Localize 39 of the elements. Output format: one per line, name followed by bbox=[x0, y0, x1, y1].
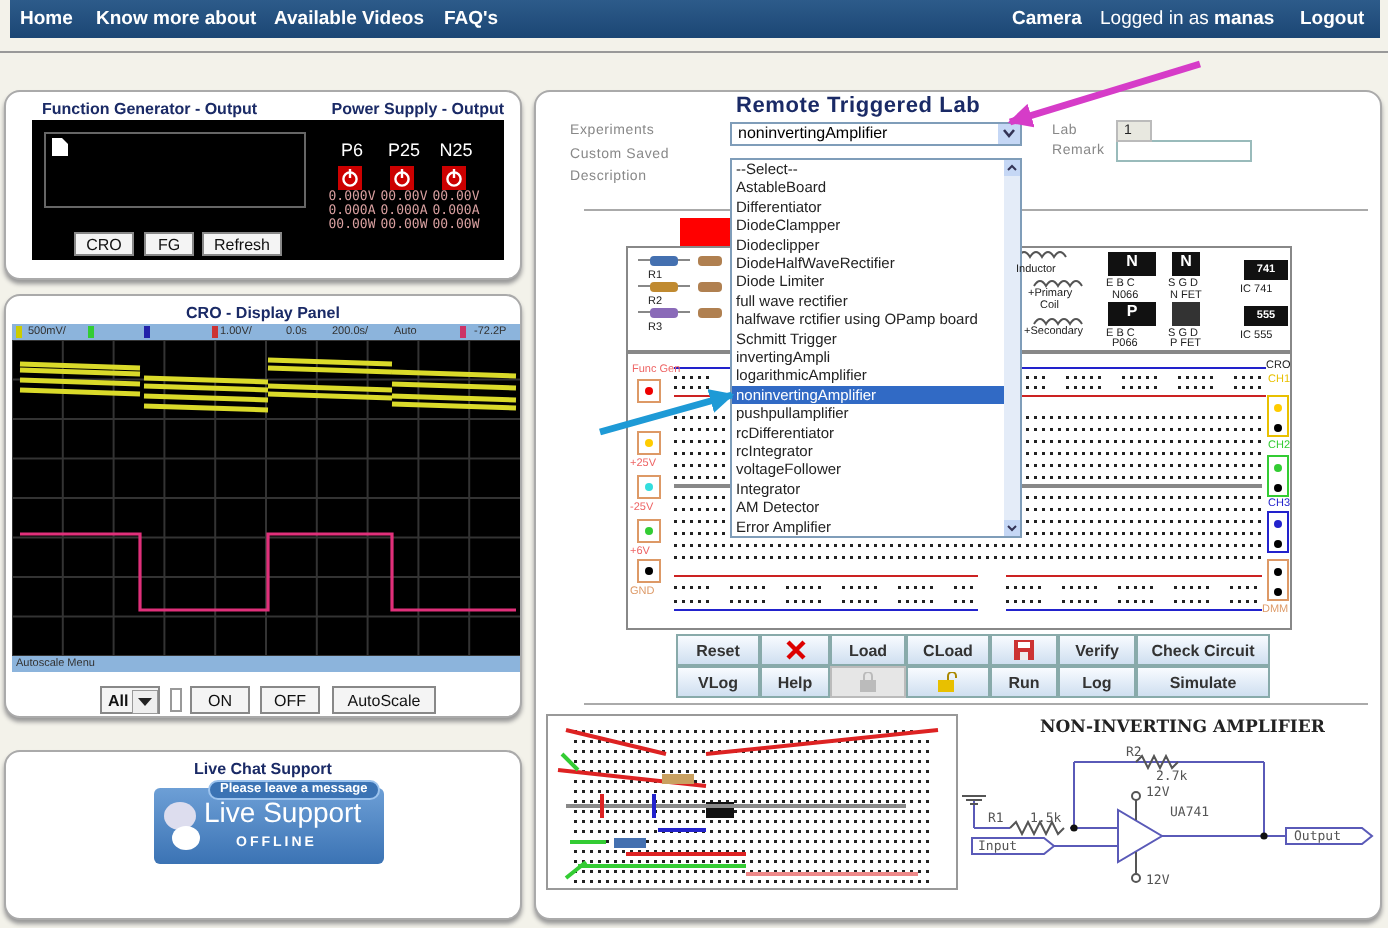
nav-link: Logout bbox=[1300, 6, 1365, 32]
panel-heading: Function Generator - Output bbox=[42, 100, 258, 118]
toolbar-button: Simulate bbox=[1136, 666, 1270, 698]
on-button: ON bbox=[190, 686, 250, 714]
toolbar-button: VLog bbox=[676, 666, 760, 698]
support-status-title: Live Support bbox=[204, 796, 362, 830]
transistor-type-label: N bbox=[1178, 254, 1194, 268]
panel-heading: Power Supply - Output bbox=[331, 100, 504, 118]
channel-label: P25 bbox=[385, 140, 422, 160]
arrow bbox=[599, 389, 735, 436]
nav-link: Camera bbox=[1012, 6, 1082, 32]
login-status-text: Logged in as manas bbox=[1100, 6, 1275, 32]
nav-link: Know more about bbox=[96, 6, 257, 32]
toolbar-button: Verify bbox=[1058, 634, 1136, 666]
nav-link: FAQ's bbox=[444, 6, 499, 32]
toolbar-button: Help bbox=[760, 666, 830, 698]
toolbar-button: Log bbox=[1058, 666, 1136, 698]
transistor-type-label: P bbox=[1124, 304, 1140, 318]
channel-label: P6 bbox=[338, 140, 365, 160]
nav-link: Home bbox=[20, 6, 73, 32]
autoscale-button: AutoScale bbox=[332, 686, 436, 714]
arrow bbox=[1007, 60, 1202, 128]
toolbar-button: Check Circuit bbox=[1136, 634, 1270, 666]
toolbar-button: Run bbox=[990, 666, 1058, 698]
toolbar-button: CLoad bbox=[906, 634, 990, 666]
transistor-type-label: N bbox=[1124, 254, 1140, 268]
experiment-select: noninvertingAmplifier bbox=[730, 122, 1022, 146]
off-button: OFF bbox=[260, 686, 320, 714]
toolbar-button: Reset bbox=[676, 634, 760, 666]
schematic-title: NON-INVERTING AMPLIFIER bbox=[1040, 718, 1325, 738]
nav-link: Available Videos bbox=[274, 6, 424, 32]
panel-heading: Live Chat Support bbox=[192, 760, 334, 778]
channel-label: N25 bbox=[437, 140, 475, 160]
toolbar-button: Load bbox=[830, 634, 906, 666]
cro-button: CRO bbox=[74, 232, 134, 256]
panel-heading: Remote Triggered Lab bbox=[736, 94, 981, 118]
refresh-button: Refresh bbox=[202, 232, 282, 256]
panel-heading: CRO - Display Panel bbox=[184, 304, 342, 322]
fg-button: FG bbox=[144, 232, 194, 256]
